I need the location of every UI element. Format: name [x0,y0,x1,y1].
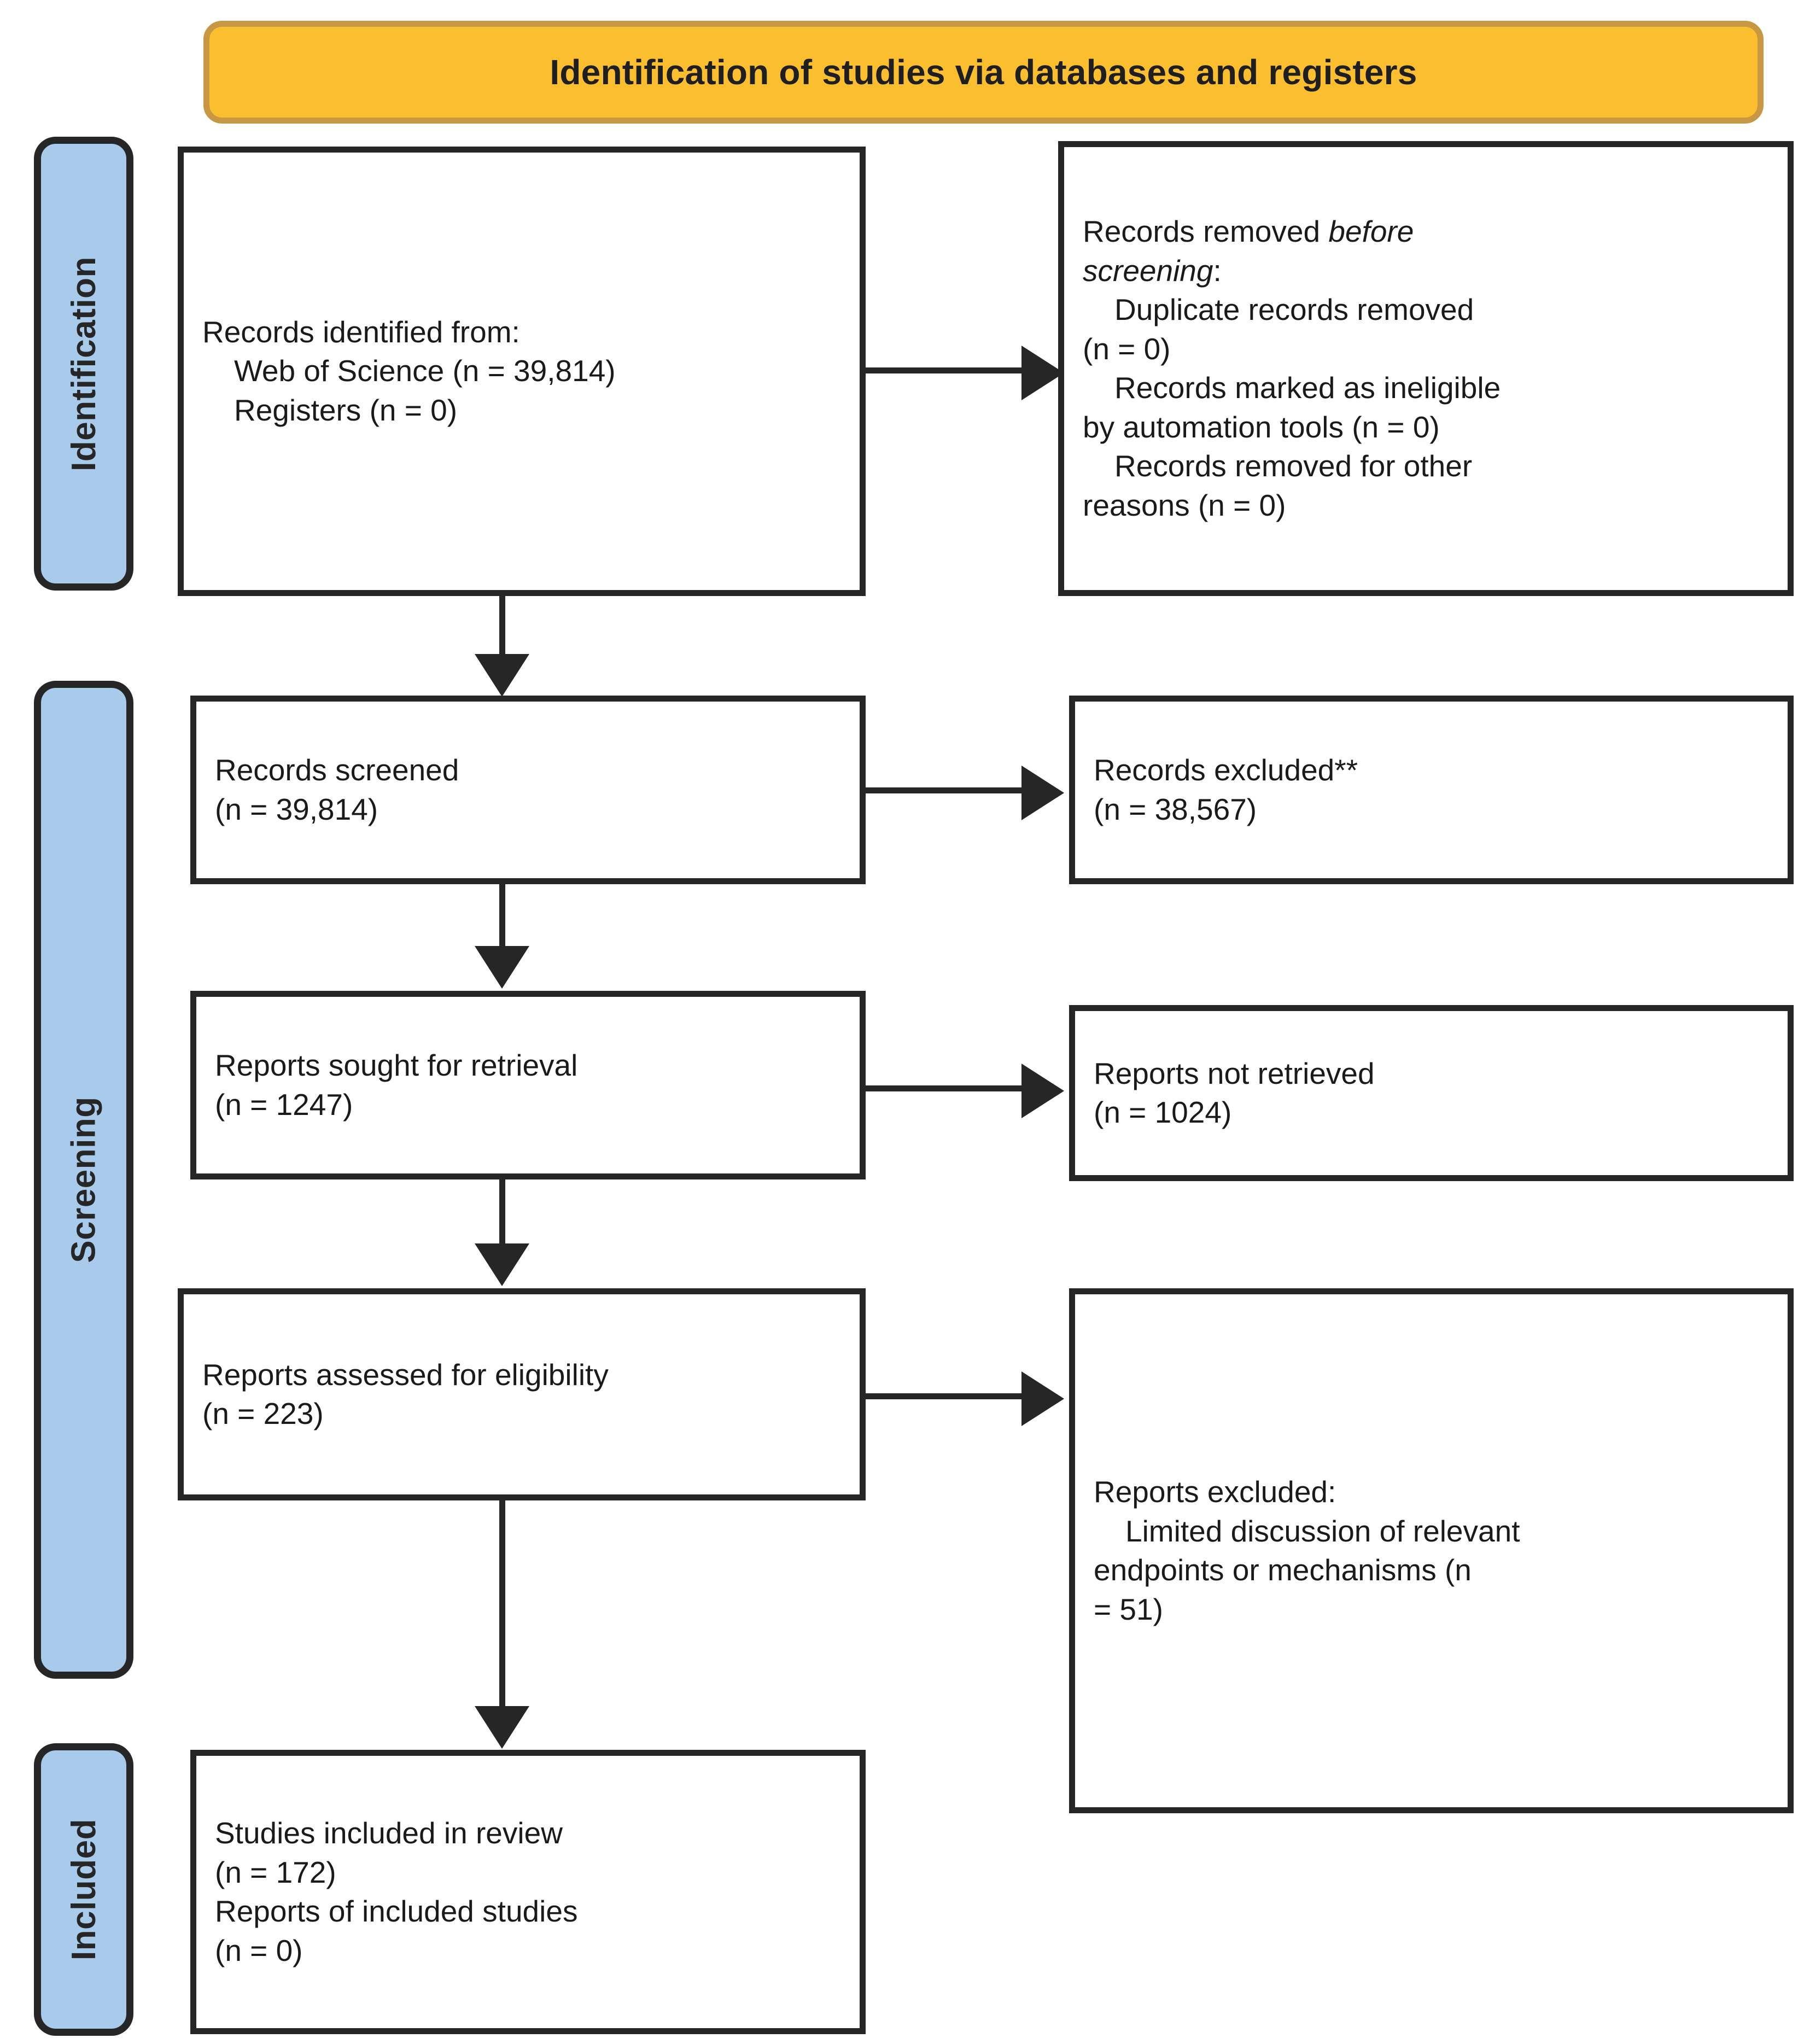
studies-included-line4: (n = 0) [215,1933,303,1967]
box-records-excluded: Records excluded** (n = 38,567) [1069,696,1794,884]
reports-sought-line2: (n = 1247) [215,1087,353,1122]
reports-assessed-line1: Reports assessed for eligibility [202,1357,609,1392]
records-screened-line1: Records screened [215,753,459,787]
stage-bar-identification: Identification [34,137,133,591]
reports-sought-line1: Reports sought for retrieval [215,1048,578,1082]
box-reports-assessed-for-eligibility: Reports assessed for eligibility (n = 22… [178,1288,866,1500]
arrowhead-right-screened-to-excluded [1021,766,1064,820]
records-removed-heading-italic-before: before [1328,214,1414,248]
records-identified-line3-text: Registers (n = 0) [234,393,458,427]
records-screened-line2: (n = 39,814) [215,792,378,826]
box-reports-sought-for-retrieval: Reports sought for retrieval (n = 1247) [190,991,866,1179]
records-excluded-line2: (n = 38,567) [1094,792,1257,826]
box-reports-not-retrieved: Reports not retrieved (n = 1024) [1069,1005,1794,1181]
records-removed-heading-line1: Records removed before [1064,212,1788,252]
records-removed-heading-italic-screening: screening [1083,253,1213,288]
connector-assessed-to-included [499,1500,505,1707]
records-removed-item3-cont: reasons (n = 0) [1083,488,1286,522]
studies-included-line3: Reports of included studies [215,1894,578,1928]
records-removed-item2-text: Records marked as ineligible [1114,371,1501,405]
connector-assessed-to-reports-excluded [866,1393,1024,1399]
connector-identified-to-removed [866,367,1024,373]
stage-label-included: Included [65,1819,103,1960]
reports-not-retrieved-line2: (n = 1024) [1094,1095,1232,1129]
records-removed-item3: Records removed for other [1064,447,1788,486]
records-excluded-line1: Records excluded** [1094,753,1358,787]
box-reports-excluded: Reports excluded: Limited discussion of … [1069,1288,1794,1813]
records-identified-line3: Registers (n = 0) [184,391,860,430]
records-removed-item3-text: Records removed for other [1114,449,1473,483]
arrowhead-right-identified-to-removed [1021,346,1064,400]
records-removed-item1-n: (n = 0) [1083,331,1171,366]
reports-excluded-line1: Reports excluded: [1094,1475,1336,1509]
records-removed-heading-colon: : [1213,253,1222,288]
reports-excluded-reason-line3: = 51) [1094,1592,1163,1626]
box-records-removed-before-screening: Records removed before screening: Duplic… [1058,141,1794,596]
arrowhead-right-sought-to-not-retrieved [1021,1064,1064,1118]
arrowhead-right-assessed-to-reports-excluded [1021,1371,1064,1426]
connector-sought-to-not-retrieved [866,1085,1024,1091]
records-removed-item2: Records marked as ineligible [1064,369,1788,408]
stage-bar-included: Included [34,1743,133,2036]
page-title: Identification of studies via databases … [550,52,1417,92]
reports-excluded-reason-line2: endpoints or mechanisms (n [1094,1553,1472,1587]
records-identified-line2: Web of Science (n = 39,814) [184,352,860,391]
reports-excluded-reason-line1: Limited discussion of relevant [1075,1512,1788,1551]
reports-excluded-reason-line1-text: Limited discussion of relevant [1125,1514,1520,1548]
connector-identified-to-screened [499,596,505,656]
arrowhead-down-assessed-to-included [475,1706,529,1749]
arrowhead-down-screened-to-sought [475,946,529,989]
records-identified-line1: Records identified from: [202,314,520,349]
studies-included-line2: (n = 172) [215,1855,336,1889]
diagram-header-banner: Identification of studies via databases … [203,21,1764,124]
stage-label-identification: Identification [65,256,103,471]
box-records-identified: Records identified from: Web of Science … [178,147,866,596]
records-removed-item2-cont: by automation tools (n = 0) [1083,410,1440,444]
studies-included-line1: Studies included in review [215,1816,563,1850]
stage-bar-screening: Screening [34,681,133,1679]
records-removed-heading-lead: Records removed [1083,214,1329,248]
connector-screened-to-excluded [866,787,1024,793]
records-removed-item1-text: Duplicate records removed [1114,293,1474,326]
records-identified-line2-text: Web of Science (n = 39,814) [234,354,616,388]
connector-sought-to-assessed [499,1179,505,1245]
stage-label-screening: Screening [65,1096,103,1263]
connector-screened-to-sought [499,884,505,947]
arrowhead-down-sought-to-assessed [475,1243,529,1286]
reports-assessed-line2: (n = 223) [202,1397,324,1430]
reports-not-retrieved-line1: Reports not retrieved [1094,1056,1375,1090]
box-records-screened: Records screened (n = 39,814) [190,696,866,884]
records-removed-heading-line2: screening: [1064,252,1788,291]
records-removed-item1: Duplicate records removed [1064,290,1788,330]
arrowhead-down-identified-to-screened [475,654,529,697]
box-studies-included-in-review: Studies included in review (n = 172) Rep… [190,1750,866,2034]
